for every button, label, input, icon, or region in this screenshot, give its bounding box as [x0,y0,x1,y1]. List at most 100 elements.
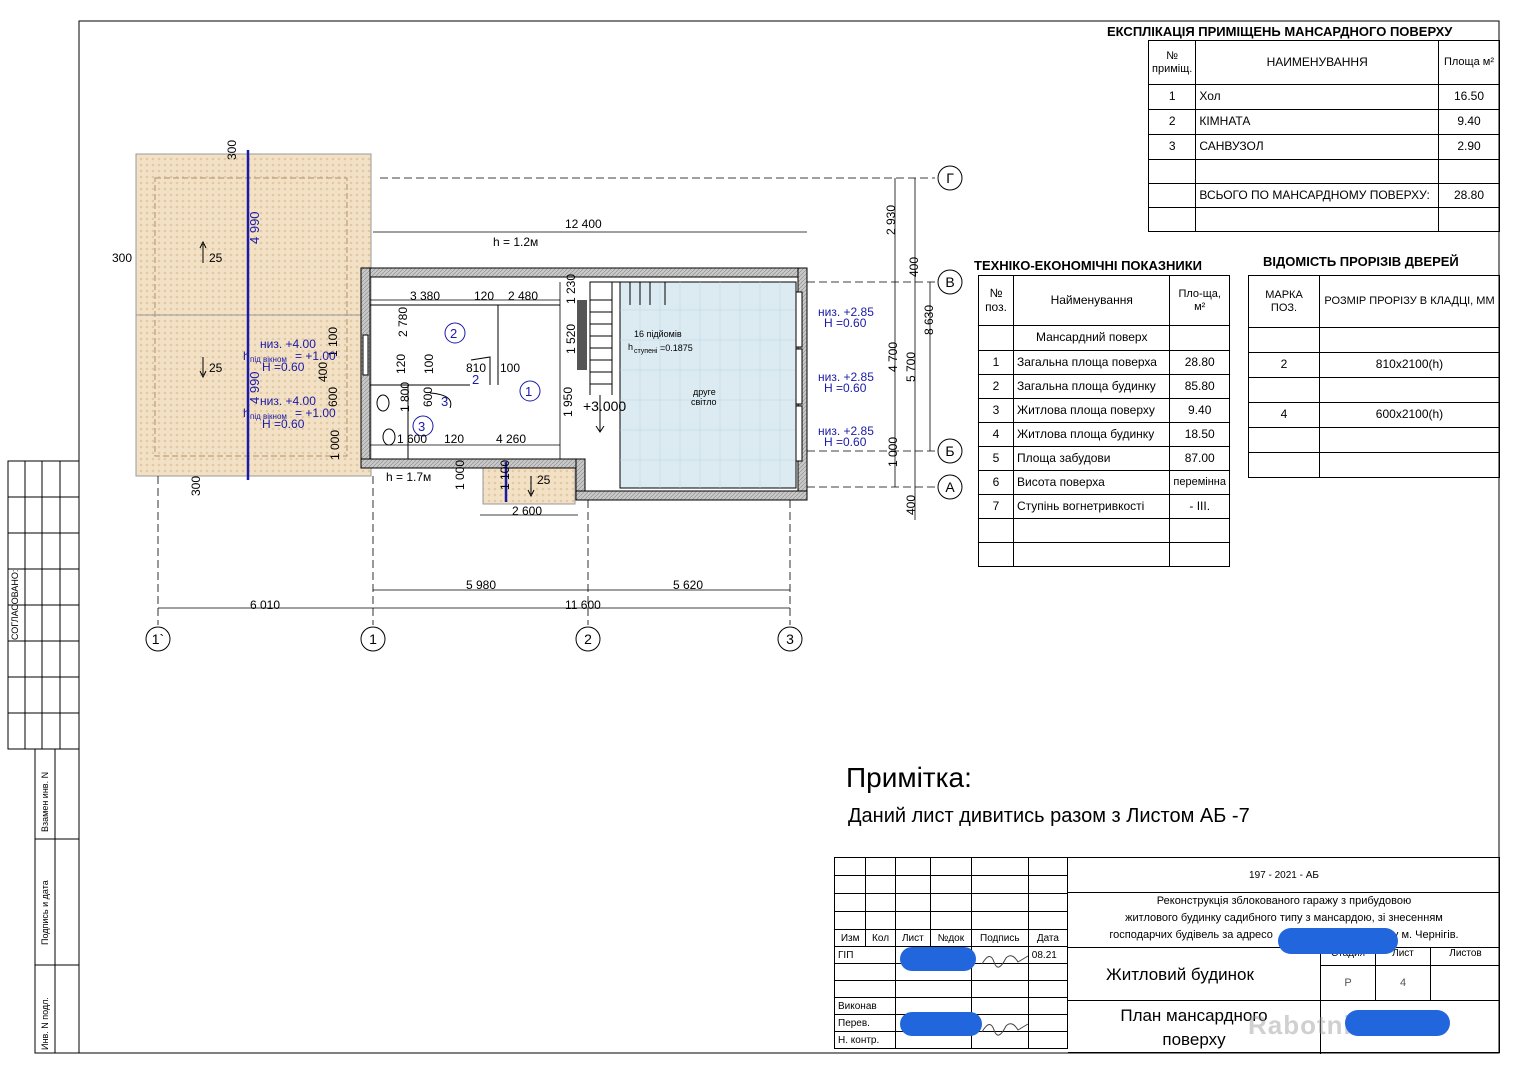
plan-annotations: h = 1.2м h = 1.7м 25 25 25 16 підйомів h… [209,235,717,487]
double-height-void [619,281,797,489]
stairs-height-val: =0.1875 [660,343,693,353]
doors-h-mark: МАРКА ПОЗ. [1248,275,1320,328]
tb-vykonav: Виконав [834,997,896,1015]
dim-5620: 5 620 [673,578,703,592]
dim-300c: 300 [189,476,203,496]
dim-1950: 1 950 [561,387,575,417]
expl-r3-num: 3 [1147,134,1197,160]
toilet-icon [376,394,396,446]
tb-building: Житловий будинок [1068,948,1321,1001]
dim-400b: 400 [904,495,918,515]
staircase [589,281,666,433]
explication-title: ЕКСПЛІКАЦІЯ ПРИМІЩЕНЬ МАНСАРДНОГО ПОВЕРХ… [1107,24,1453,39]
axis-bubbles [145,165,963,652]
niz-285-b: низ. +2.85 [818,370,874,384]
tech-r7-num: 7 [978,494,1014,519]
tech-r4-val: 18.50 [1169,422,1230,447]
expl-r3-name: САНВУЗОЛ [1195,134,1439,160]
expl-total-label: ВСЬОГО ПО МАНСАРДНОМУ ПОВЕРХУ: [1195,183,1439,208]
dim-12400: 12 400 [565,217,602,231]
tech-r6-num: 6 [978,470,1014,495]
tb-plan-title: План мансардного поверху [1068,1001,1321,1054]
dim-5980: 5 980 [466,578,496,592]
dim-2930: 2 930 [884,205,898,235]
dim-2780: 2 780 [396,307,410,337]
replace-label: Взамен инв. N [40,772,50,832]
axis-a: А [945,479,955,495]
dim-1000l: 1 000 [328,430,342,460]
expl-h-area: Площа м² [1438,40,1500,85]
tb-stage-block: Стадия Лист Листов Р 4 [1321,948,1500,1001]
left-stamp-strip [7,460,80,1054]
blue-dim-texts: 4 990 4 990 [247,211,262,404]
tb-h-ndok: №док [929,929,972,947]
sign-date-label: Подпись и дата [40,880,50,945]
dim-400a: 400 [907,257,921,277]
h060-b: Н =0.60 [262,417,305,431]
agreed-label: СОГЛАСОВАНО: [10,570,20,640]
tech-title: ТЕХНІКО-ЕКОНОМІЧНІ ПОКАЗНИКИ [974,258,1202,273]
note-text: Даний лист дивитись разом з Листом АБ -7 [848,805,1250,827]
axis-lines [157,177,935,625]
dim-4700: 4 700 [886,342,900,372]
void-grid [620,282,796,488]
tb-plan-line1: План мансардного [1120,1006,1268,1025]
signature-icon-2 [981,1023,1029,1036]
dim-100b: 100 [422,354,436,374]
tb-project: Реконструкція зблокованого гаражу з приб… [1068,893,1500,948]
hpid-sub-a: під вікном [250,355,287,364]
level-mark: +3.000 [583,398,626,414]
room-3: 3 [418,419,425,434]
dim-4990a: 4 990 [247,211,262,244]
dimension-lines [158,178,931,609]
tech-r3-name: Житлова площа поверху [1012,398,1171,423]
tech-r2-num: 2 [978,374,1014,399]
expl-r1-num: 1 [1147,84,1197,110]
stairs-height-h: h [628,342,633,352]
dim-600a: 600 [421,387,435,407]
tb-plan-line2: поверху [1162,1030,1226,1049]
dim-6010: 6 010 [250,598,280,612]
axis-g: Г [946,170,954,186]
inv-label: Инв. N подл. [40,997,50,1050]
stair-rail [577,300,587,370]
tb-gip: ГІП [834,946,896,964]
tech-h-num: № поз. [978,275,1014,326]
dim-4990b: 4 990 [247,371,262,404]
label-h17: h = 1.7м [386,470,431,484]
tb-code: 197 - 2021 - АБ [1068,858,1500,893]
slope-2: 25 [209,361,223,375]
dim-300a: 300 [225,140,239,160]
void-label-2: світло [691,397,717,407]
dim-4260: 4 260 [496,432,526,446]
tech-r3-val: 9.40 [1169,398,1230,423]
redaction-gip [900,947,976,971]
dim-600b: 600 [326,387,340,407]
hpid-val-b: = +1.00 [295,406,336,420]
doors-r2-size: 600х2100(h) [1319,402,1500,428]
tb-sheets-h: Листов [1431,948,1500,966]
dim-1800: 1 800 [398,382,412,412]
redaction-address [1278,928,1398,954]
dim-300b: 300 [112,251,132,265]
axis-3: 3 [786,631,794,647]
tech-h-name: Найменування [1012,275,1171,326]
axis-1: 1 [369,631,377,647]
dim-120a: 120 [474,289,494,303]
dim-2600: 2 600 [512,504,542,518]
stairs-height-sub: ступені [634,347,658,355]
slope-1: 25 [209,251,223,265]
redaction-plan [1345,1010,1450,1036]
expl-r2-num: 2 [1147,109,1197,135]
niz-285-c: низ. +2.85 [818,424,874,438]
dim-11600: 11 600 [565,598,601,612]
signature-icon [981,955,1029,968]
dimension-texts: 12 400 300 300 300 2 930 400 4 700 8 630… [112,140,936,612]
h060-d: Н =0.60 [824,381,867,395]
tb-sheet-h: Лист [1376,948,1431,966]
blue-annotations: низ. +4.00 h під вікном = +1.00 Н =0.60 … [243,305,874,449]
expl-r3-area: 2.90 [1438,134,1500,160]
